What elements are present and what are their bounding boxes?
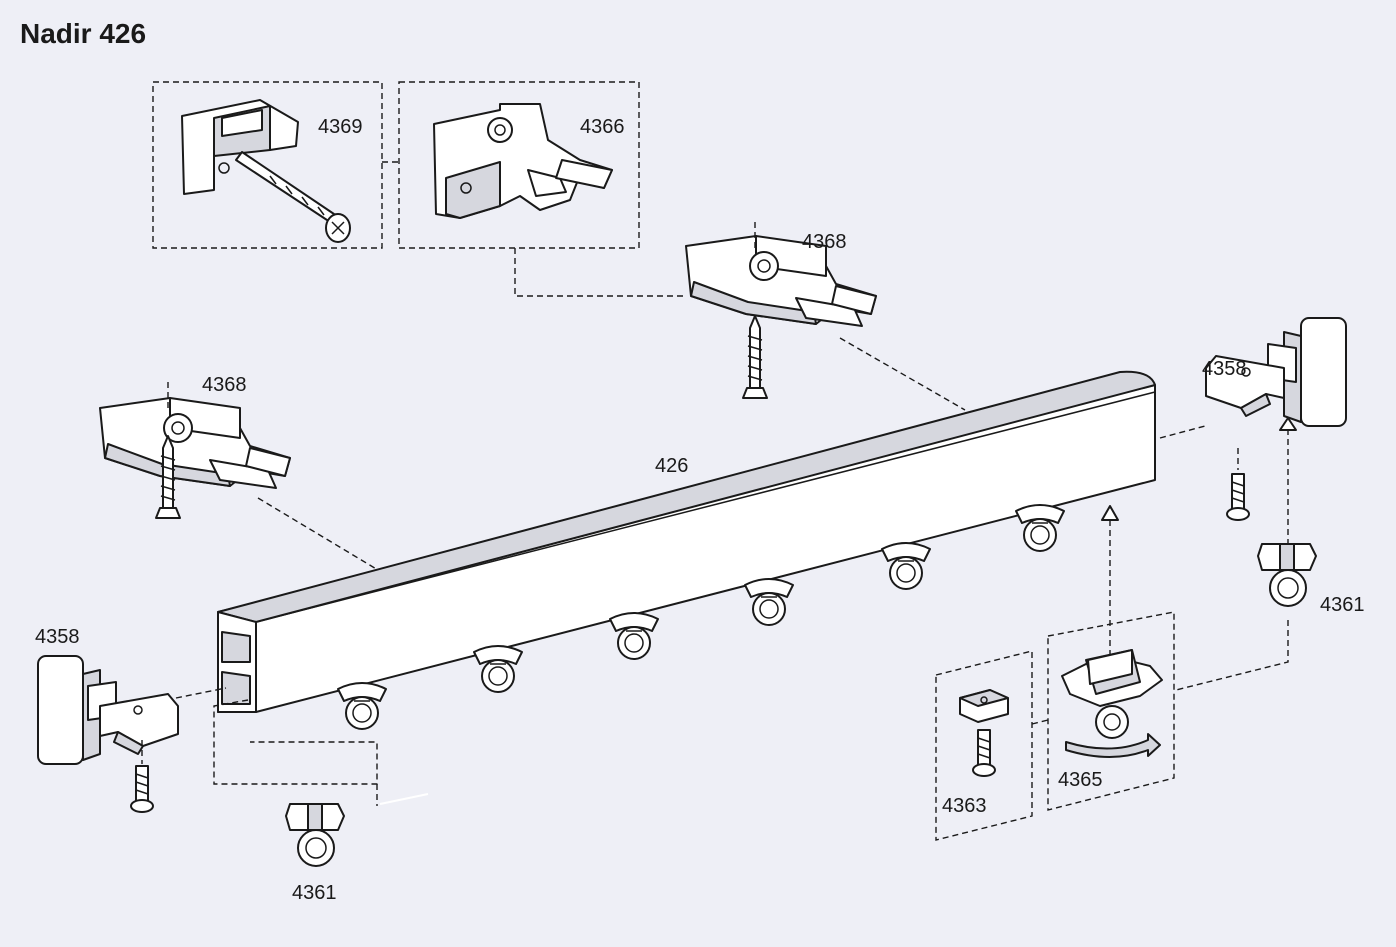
bracket-4366 (433, 103, 613, 219)
label-4365: 4365 (1058, 769, 1103, 791)
connector-endcap-left (175, 687, 227, 699)
rail-426 (217, 370, 1156, 713)
connector-clip-left-rail (257, 497, 379, 571)
label-4368-top: 4368 (802, 231, 847, 253)
arrow-up-icon (1279, 417, 1297, 431)
arrow-up-icon (1101, 505, 1119, 521)
endcap-4358-left (37, 655, 179, 765)
connector-4363-4365 (1031, 719, 1049, 725)
connector-4366-4368 (514, 248, 686, 297)
runner-4365 (1061, 649, 1163, 758)
screw-endcap-left (130, 765, 154, 813)
box-4365 (1047, 611, 1175, 811)
clip-4368-left (99, 397, 291, 489)
label-4369: 4369 (318, 116, 363, 138)
screw-endcap-right (1226, 473, 1250, 521)
box-4363 (935, 650, 1033, 841)
box-4369 (152, 81, 383, 249)
label-4366: 4366 (580, 116, 625, 138)
runner-4361-bottom (285, 803, 345, 867)
bracket-4369 (181, 99, 351, 243)
box-4366 (398, 81, 640, 249)
connector-runner-bottom (213, 699, 378, 785)
label-4361-right: 4361 (1320, 594, 1365, 616)
stop-4363 (959, 689, 1009, 777)
label-4358-right: 4358 (1202, 358, 1247, 380)
label-4368-left: 4368 (202, 374, 247, 396)
screw-top (742, 315, 768, 399)
connector-endcap-right (1159, 425, 1206, 439)
page-title: Nadir 426 (20, 18, 147, 49)
label-4358-left: 4358 (35, 626, 80, 648)
label-4363: 4363 (942, 795, 987, 817)
connector-clip-top-rail (839, 337, 966, 411)
label-426: 426 (655, 455, 688, 477)
connector-runner-right (1175, 620, 1289, 691)
runner-4361-right (1257, 543, 1317, 607)
label-4361-bottom: 4361 (292, 882, 337, 904)
clip-4368-top (685, 235, 877, 327)
